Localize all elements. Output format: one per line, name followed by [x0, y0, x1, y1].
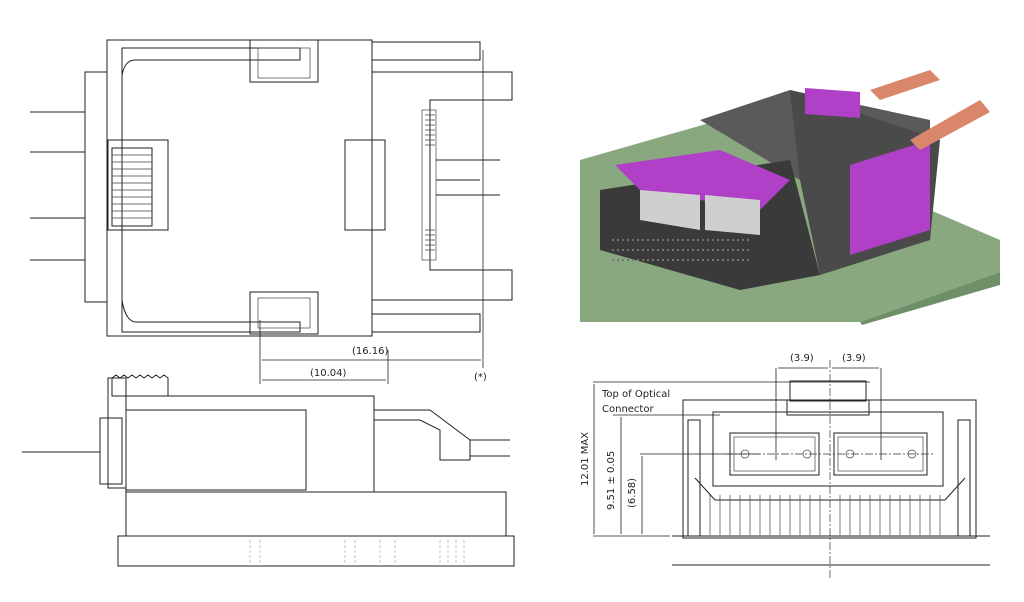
height-max-label: 12.01 MAX — [580, 432, 591, 486]
dim-10-04: (10.04) — [310, 368, 347, 379]
axis-height-label: (6.58) — [627, 478, 638, 508]
pitch-left-label: (3.9) — [790, 353, 814, 364]
side-view — [22, 374, 515, 567]
pitch-right-label: (3.9) — [842, 353, 866, 364]
note-mark: (*) — [474, 372, 487, 383]
3d-render — [580, 70, 1000, 325]
top-view — [30, 39, 513, 384]
top-of-connector-label-1: Top of Optical — [601, 389, 670, 400]
front-view — [593, 360, 990, 580]
dim-16-16: (16.16) — [352, 346, 389, 357]
connector-height-label: 9.51 ± 0.05 — [606, 451, 617, 510]
knurl — [111, 147, 153, 227]
top-of-connector-label-2: Connector — [602, 404, 654, 415]
